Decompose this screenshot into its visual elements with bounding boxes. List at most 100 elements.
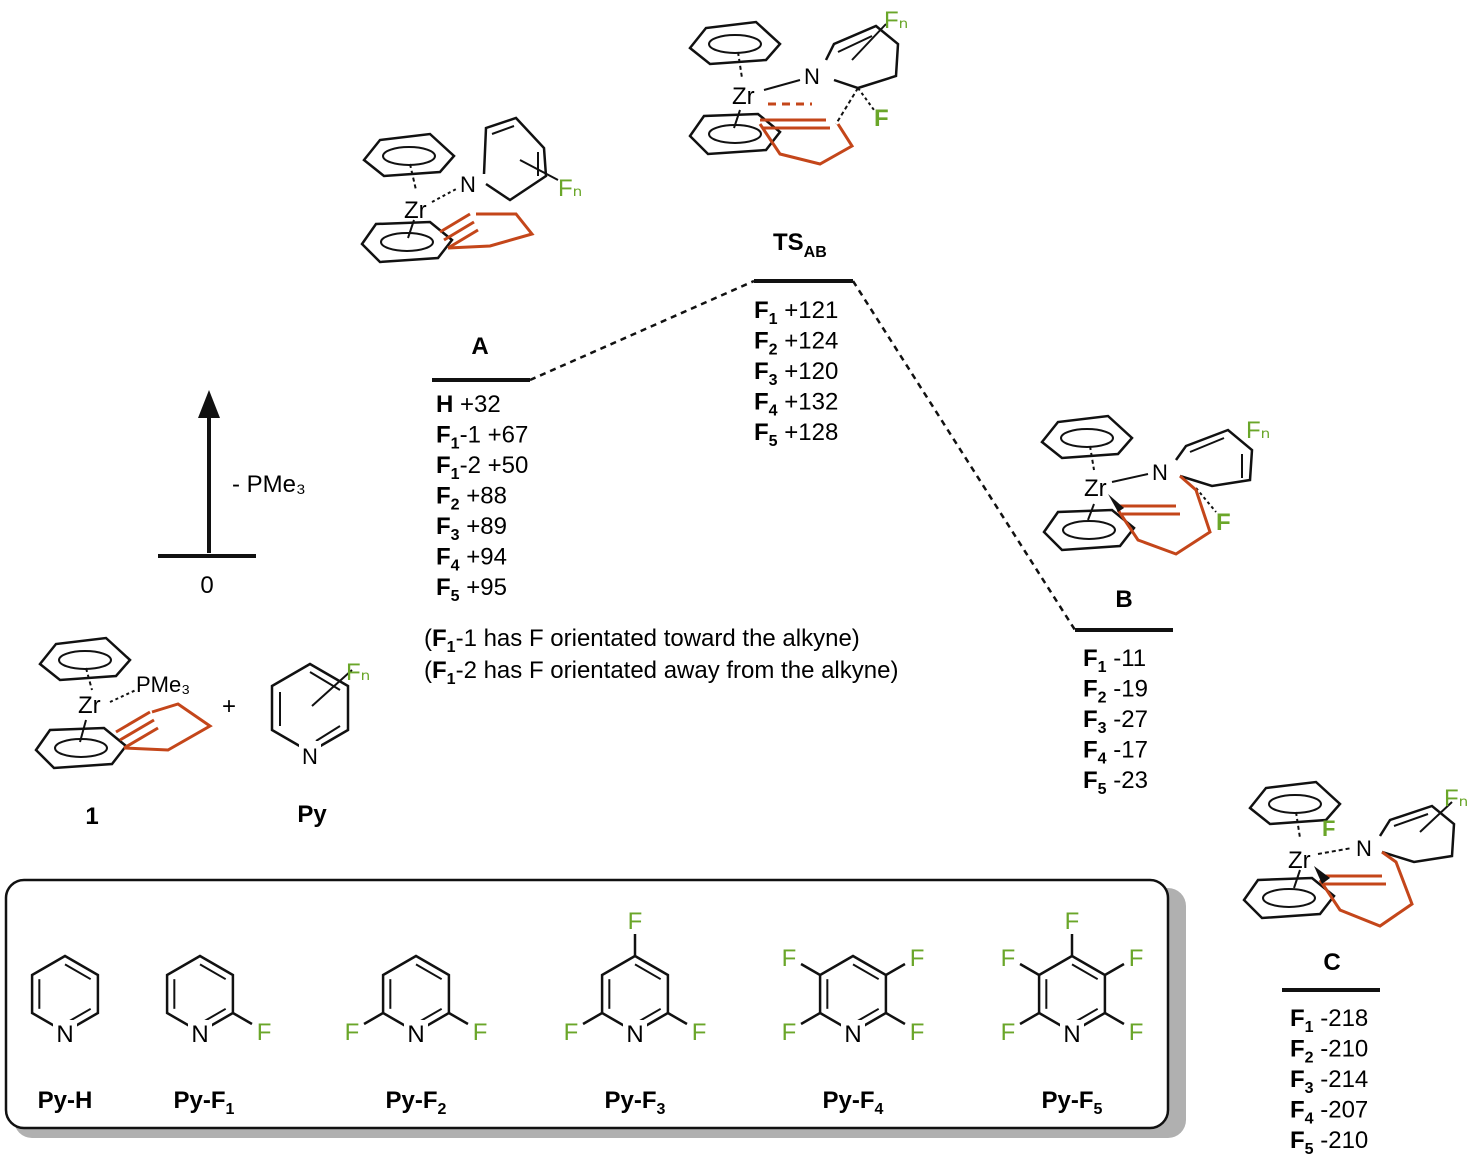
energy-value: F3 -27	[1083, 706, 1148, 737]
nitrogen-label: N	[407, 1021, 424, 1048]
fluorine-label: F	[782, 1019, 797, 1046]
energy-value: F3 +89	[436, 513, 507, 544]
state-A-notes: (F1-1 has F orientated toward the alkyne…	[424, 625, 898, 688]
svg-text:N: N	[1152, 460, 1168, 485]
energy-value: F1 +121	[754, 297, 838, 328]
reference-level: 0 - PMe₃	[158, 390, 306, 599]
svg-text:Fₙ: Fₙ	[558, 175, 582, 202]
arrowhead-icon	[198, 390, 220, 418]
fluorine-label: F	[345, 1019, 360, 1046]
svg-text:N: N	[460, 172, 476, 197]
note-text: (F1-2 has F orientated away from the alk…	[424, 657, 898, 688]
fluorine-label: F	[1129, 1019, 1144, 1046]
svg-text:Fₙ: Fₙ	[884, 7, 908, 34]
connector-TS-B	[851, 280, 1077, 631]
energy-value: F5 -23	[1083, 767, 1148, 798]
fluorine-label: F	[628, 908, 643, 935]
legend-label: Py-F1	[174, 1087, 235, 1118]
energy-value: F2 +124	[754, 328, 838, 359]
nitrogen-label: N	[1063, 1021, 1080, 1048]
fluorine-label: F	[564, 1019, 579, 1046]
legend-label: Py-F4	[823, 1087, 884, 1118]
energy-value: F2 +88	[436, 483, 507, 514]
energy-value: F1 -11	[1083, 645, 1146, 676]
energy-value: F2 -19	[1083, 676, 1148, 707]
zero-label: 0	[200, 572, 213, 599]
energy-value: F5 +95	[436, 574, 507, 605]
fluorine-label: F	[692, 1019, 707, 1046]
energy-value: F5 -210	[1290, 1127, 1368, 1158]
energy-value: F4 -17	[1083, 737, 1148, 768]
cp-ring-icon	[34, 726, 128, 770]
cp-ring-icon	[38, 636, 132, 682]
energy-value: F4 -207	[1290, 1097, 1368, 1128]
ligand-label: PMe₃	[136, 672, 190, 697]
svg-text:Zr: Zr	[732, 83, 755, 110]
fluorine-label: F	[910, 1019, 925, 1046]
energy-value: F1-1 +67	[436, 422, 528, 453]
energy-value: F3 -214	[1290, 1066, 1368, 1097]
state-C-label: C	[1323, 949, 1340, 976]
connector-A-TS	[529, 279, 755, 382]
fluorine-label: F	[782, 945, 797, 972]
svg-text:F: F	[874, 105, 889, 132]
energy-value: F1 -218	[1290, 1005, 1368, 1036]
cp-ring-icon	[58, 650, 112, 670]
legend-box	[4, 878, 1170, 1130]
substituent-label: Fₙ	[346, 659, 370, 686]
energy-value: F2 -210	[1290, 1036, 1368, 1067]
svg-text:Zr: Zr	[1288, 847, 1311, 874]
svg-text:Zr: Zr	[1084, 475, 1107, 502]
legend-label: Py-F2	[386, 1087, 447, 1118]
energy-value: F3 +120	[754, 358, 838, 389]
svg-text:N: N	[804, 64, 820, 89]
complex-1-label: 1	[85, 803, 98, 830]
fluorine-label: F	[1065, 908, 1080, 935]
complex-1-structure: Zr PMe₃ 1	[34, 636, 213, 830]
nitrogen-label: N	[191, 1021, 208, 1048]
note-text: (F1-1 has F orientated toward the alkyne…	[424, 625, 860, 656]
svg-text:N: N	[1356, 836, 1372, 861]
legend-label: Py-F5	[1042, 1087, 1103, 1118]
fluorine-label: F	[1001, 1019, 1016, 1046]
svg-text:Fₙ: Fₙ	[1246, 417, 1270, 444]
svg-text:F: F	[1322, 816, 1335, 841]
nitrogen-label: N	[626, 1021, 643, 1048]
legend-label: Py-H	[38, 1087, 93, 1114]
energy-value: F4 +94	[436, 544, 507, 575]
nitrogen-label: N	[302, 744, 318, 769]
state-TS-label: TSAB	[773, 229, 827, 261]
pyridine-structure: N F F F	[564, 908, 707, 1048]
structure-B: Zr N Fₙ F	[1040, 414, 1270, 556]
energy-value: F1-2 +50	[436, 452, 528, 483]
energy-value: F5 +128	[754, 419, 838, 450]
svg-text:Fₙ: Fₙ	[1444, 785, 1468, 812]
metal-label: Zr	[78, 692, 101, 719]
pyridine-Py-structure: N Fₙ Py	[270, 659, 370, 828]
nitrogen-label: N	[844, 1021, 861, 1048]
cyclohexyne-fragment	[115, 702, 213, 752]
fluorine-label: F	[473, 1019, 488, 1046]
fluorine-label: F	[257, 1019, 272, 1046]
fluorine-label: F	[1001, 945, 1016, 972]
svg-text:F: F	[1216, 509, 1231, 536]
svg-text:Zr: Zr	[404, 197, 427, 224]
legend-label: Py-F3	[605, 1087, 666, 1118]
pyridine-structure: N	[30, 954, 100, 1048]
energy-value: H +32	[436, 391, 501, 418]
plus-sign: +	[222, 693, 236, 720]
structure-A: Zr N Fₙ	[360, 116, 582, 264]
pyridine-Py-label: Py	[297, 801, 327, 828]
state-B-label: B	[1115, 586, 1132, 613]
structure-C: Zr F N Fₙ	[1242, 780, 1468, 928]
fluorine-label: F	[910, 945, 925, 972]
energy-value: F4 +132	[754, 389, 838, 420]
arrow-label: - PMe₃	[232, 471, 306, 498]
